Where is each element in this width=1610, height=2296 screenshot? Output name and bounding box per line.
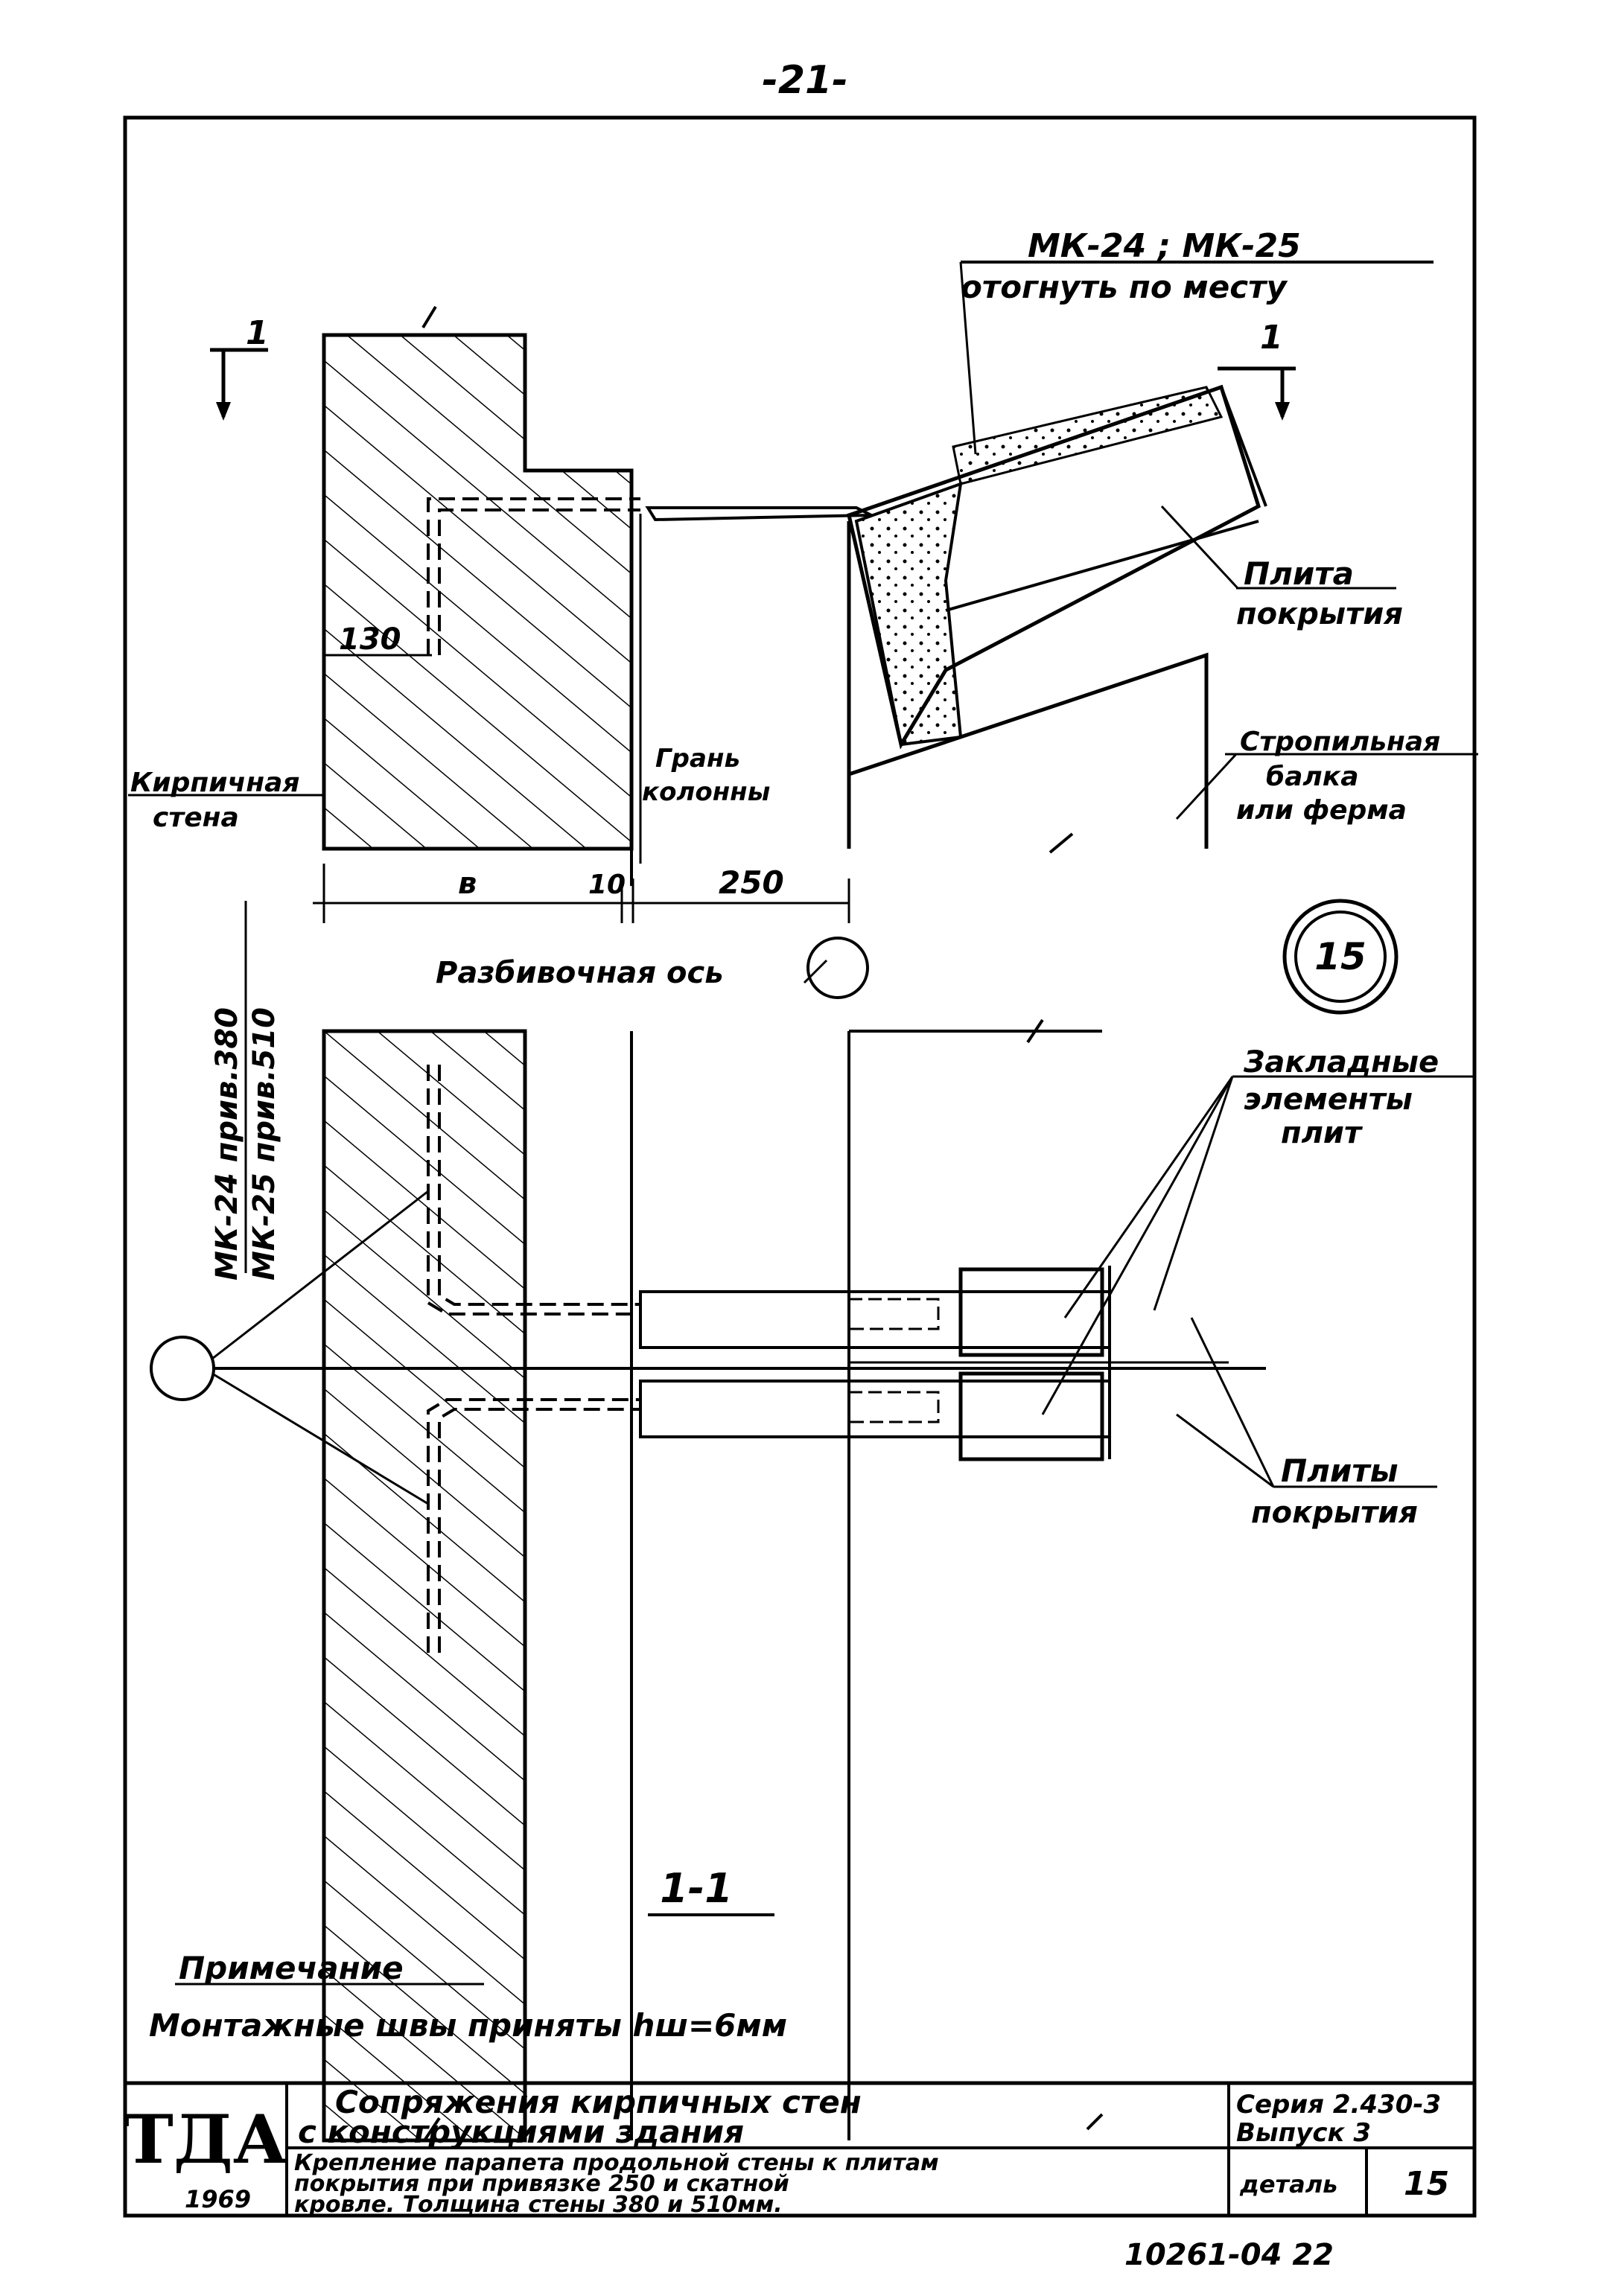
lower-inner bbox=[847, 1391, 940, 1423]
embedded-leader-3 bbox=[1153, 1076, 1234, 1311]
section-break-top bbox=[1026, 1018, 1044, 1044]
dim-b: в bbox=[458, 867, 477, 901]
anchor-upper-dashed bbox=[427, 1065, 640, 1316]
detail-number: 15 bbox=[1314, 935, 1366, 978]
upper-inner bbox=[847, 1298, 940, 1330]
embedded-label-3: плит bbox=[1281, 1116, 1364, 1150]
rafter-beam bbox=[848, 652, 1209, 849]
axis-bubble-leader bbox=[803, 959, 828, 984]
column-face-label-2: колонны bbox=[642, 777, 770, 807]
slab-rib bbox=[945, 520, 1259, 612]
slab-break bbox=[1220, 386, 1267, 507]
page-number: -21- bbox=[762, 58, 848, 103]
plates-leader-2 bbox=[1176, 1413, 1274, 1488]
title-line-2: с конструкциями здания bbox=[298, 2114, 744, 2150]
desc-line-3: кровле. Толщина стены 380 и 510мм. bbox=[294, 2192, 783, 2218]
rafter-break bbox=[1049, 832, 1074, 854]
dim-10: 10 bbox=[588, 870, 626, 900]
mk-side-leader-2 bbox=[211, 1372, 429, 1505]
plates-label-2: покрытия bbox=[1251, 1496, 1418, 1530]
issue: Выпуск 3 bbox=[1236, 2118, 1371, 2148]
detail-circle-inner bbox=[1294, 911, 1387, 1003]
column-face-label: Грань bbox=[655, 744, 740, 774]
mk-side-label-1: МК-24 прив.380 bbox=[210, 1007, 244, 1281]
svg-text:1: 1 bbox=[246, 314, 269, 352]
detail-circle-outer bbox=[1282, 899, 1399, 1015]
bend-label: отогнуть по месту bbox=[961, 269, 1288, 305]
series: Серия 2.430-3 bbox=[1236, 2090, 1441, 2120]
brick-wall-section bbox=[322, 333, 634, 851]
screed-layer bbox=[952, 386, 1224, 485]
section-wall bbox=[322, 1029, 527, 2143]
detail-label: деталь bbox=[1239, 2170, 1337, 2198]
detail-value: 15 bbox=[1404, 2165, 1449, 2203]
desc-line-2: покрытия при привязке 250 и скатной bbox=[294, 2171, 789, 2197]
embedded-label-2: элементы bbox=[1244, 1082, 1413, 1117]
plate-roof-label: Плита bbox=[1244, 555, 1354, 592]
logo: ТДА bbox=[124, 2100, 287, 2179]
section-title: 1-1 bbox=[660, 1865, 733, 1912]
sheet-code: 10261-04 22 bbox=[1124, 2238, 1334, 2272]
lower-weld bbox=[958, 1371, 1104, 1461]
title-line-1: Сопряжения кирпичных стен bbox=[335, 2084, 862, 2120]
concrete-fill bbox=[854, 481, 963, 747]
anchor-dashed bbox=[427, 497, 640, 655]
mk-side-label-2: МК-25 прив.510 bbox=[247, 1007, 281, 1281]
section-wall-break bbox=[423, 2117, 441, 2142]
plate-roof-label-2: покрытия bbox=[1236, 597, 1403, 631]
plate-roof-leader bbox=[1160, 505, 1239, 590]
svg-text:1: 1 bbox=[1260, 319, 1283, 357]
tie-bar bbox=[645, 506, 872, 522]
embedded-label-1: Закладные bbox=[1243, 1045, 1439, 1080]
lower-plate bbox=[639, 1380, 1111, 1438]
dim-130: 130 bbox=[339, 622, 401, 657]
rafter-leader bbox=[1175, 753, 1238, 820]
upper-weld bbox=[958, 1267, 1104, 1357]
plates-label-1: Плиты bbox=[1281, 1452, 1399, 1489]
embedded-leader-1 bbox=[1063, 1076, 1234, 1318]
plates-leader-1 bbox=[1190, 1317, 1275, 1487]
brick-wall-label: Кирпичная bbox=[130, 768, 300, 798]
axis-bubble bbox=[806, 937, 869, 999]
rafter-label-3: или ферма bbox=[1236, 795, 1407, 826]
axis-label: Разбивочная ось bbox=[436, 956, 723, 990]
section-mark-left: 1 bbox=[210, 314, 269, 421]
rafter-label-2: балка bbox=[1266, 762, 1359, 792]
section-axis-bubble bbox=[150, 1336, 215, 1401]
anchor-lower-dashed bbox=[427, 1398, 640, 1653]
note-title: Примечание bbox=[179, 1950, 404, 1986]
mk-top-leader bbox=[959, 261, 977, 455]
mk-top-label: МК-24 ; МК-25 bbox=[1028, 227, 1301, 265]
dim-250: 250 bbox=[719, 864, 784, 901]
embedded-leader-2 bbox=[1041, 1076, 1234, 1415]
brick-wall-label-2: стена bbox=[153, 803, 239, 833]
section-mark-right: 1 bbox=[1218, 319, 1296, 421]
wall-break-mark bbox=[421, 305, 437, 329]
year: 1969 bbox=[185, 2185, 251, 2213]
desc-line-1: Крепление парапета продольной стены к пл… bbox=[294, 2150, 939, 2176]
note-text: Монтажные швы приняты hш=6мм bbox=[149, 2007, 787, 2044]
rafter-label: Стропильная bbox=[1240, 727, 1440, 757]
section-break-bottom bbox=[1086, 2113, 1104, 2131]
mk-side-leader-1 bbox=[211, 1190, 429, 1360]
